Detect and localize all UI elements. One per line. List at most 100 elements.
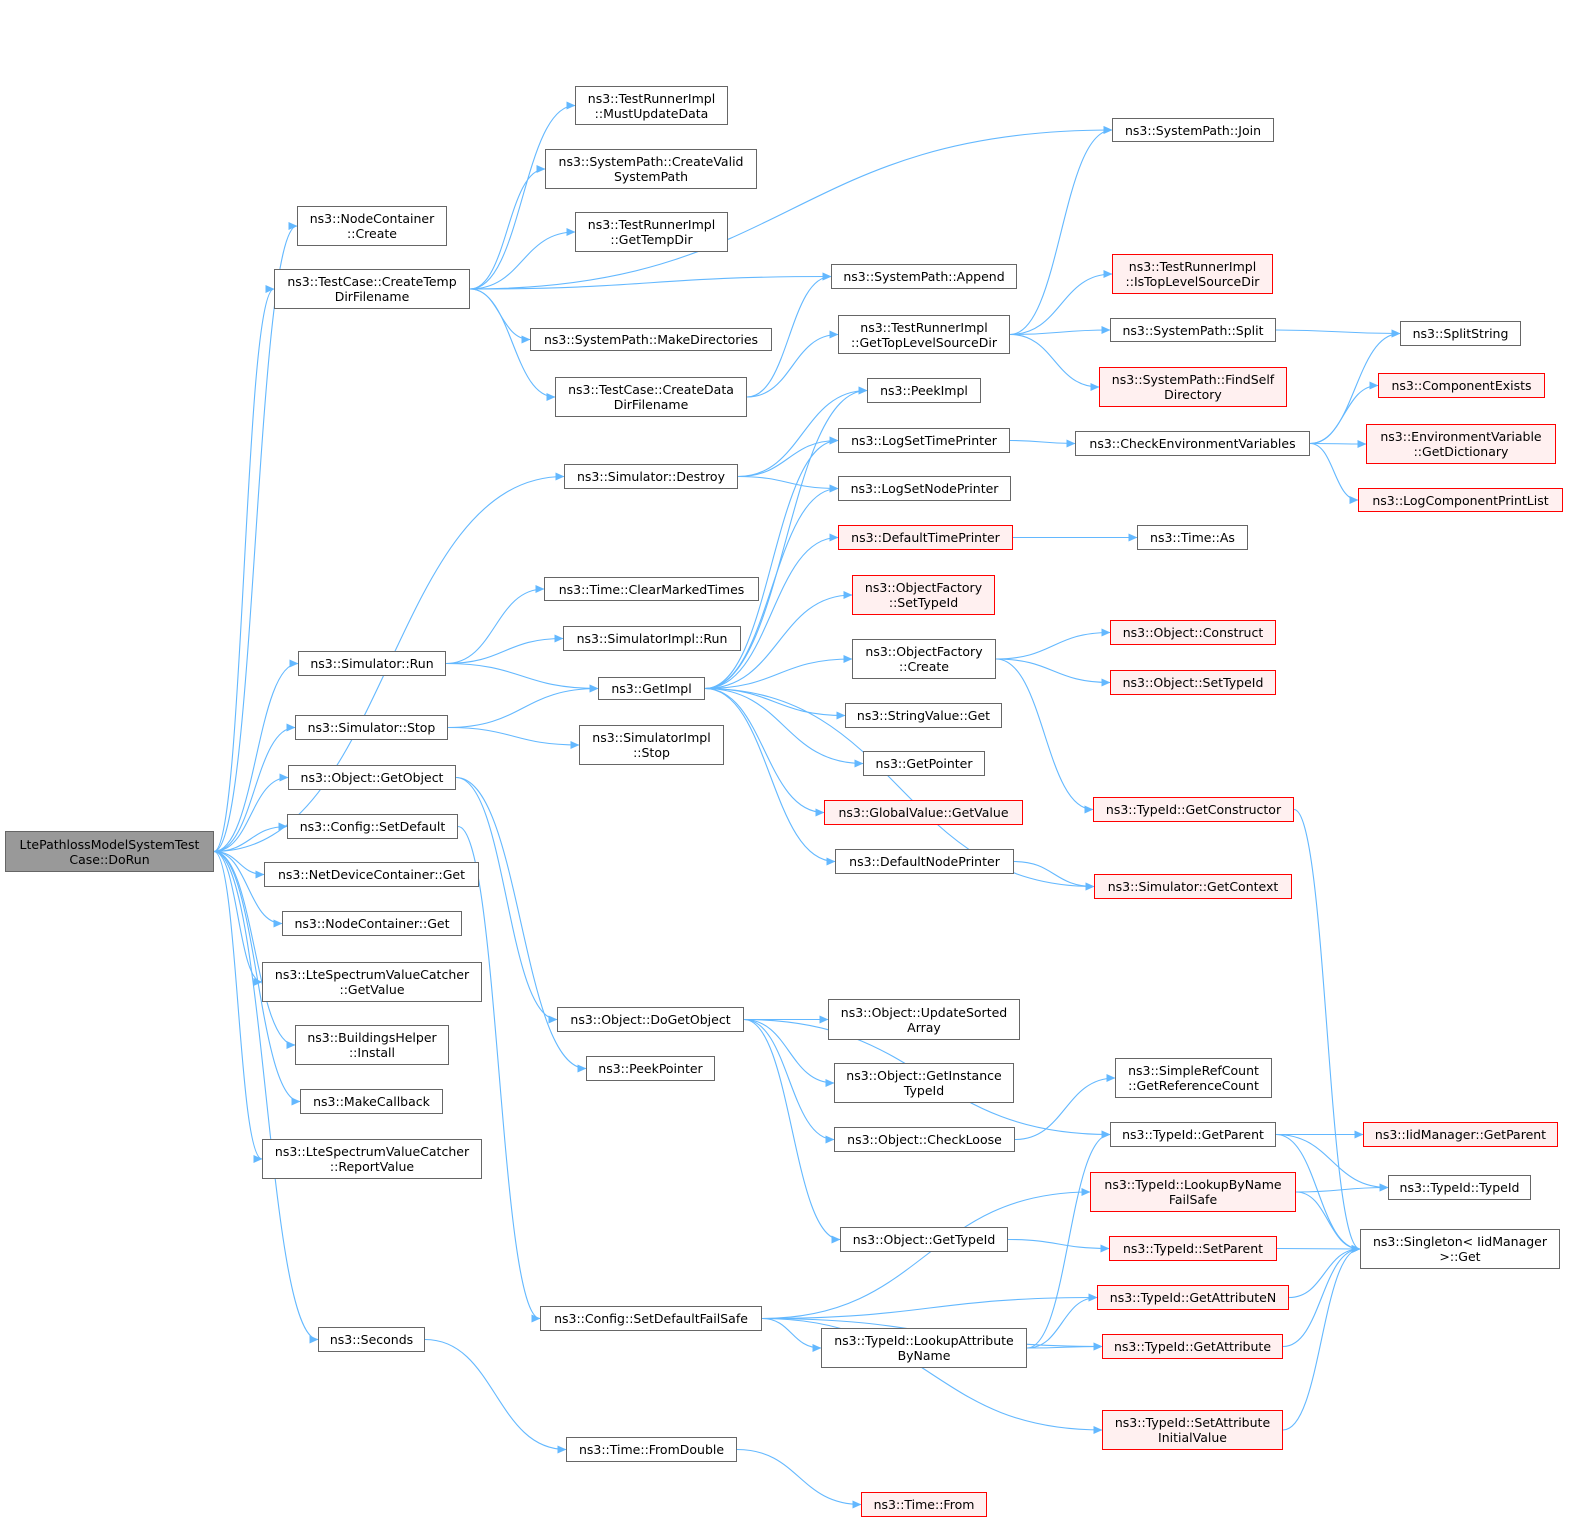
node-nc-create[interactable]: ns3::NodeContainer ::Create (297, 206, 447, 246)
edge-tc-tempdir-to-sp-createvalid (469, 164, 546, 290)
node-obj-updsorted[interactable]: ns3::Object::UpdateSorted Array (828, 999, 1020, 1040)
node-nc-get[interactable]: ns3::NodeContainer::Get (282, 911, 462, 936)
node-cfg-setdefault[interactable]: ns3::Config::SetDefault (287, 814, 458, 839)
node-tid-getattr[interactable]: ns3::TypeId::GetAttribute (1102, 1334, 1283, 1359)
node-time-as[interactable]: ns3::Time::As (1137, 525, 1248, 550)
edge-obj-dogetobject-to-obj-checkloose (743, 1018, 835, 1144)
node-of-settypeid[interactable]: ns3::ObjectFactory ::SetTypeId (852, 575, 995, 615)
node-makecallback[interactable]: ns3::MakeCallback (300, 1089, 443, 1114)
node-time-clear[interactable]: ns3::Time::ClearMarkedTimes (544, 577, 759, 601)
node-obj-checkloose[interactable]: ns3::Object::CheckLoose (834, 1127, 1015, 1152)
node-logsettime[interactable]: ns3::LogSetTimePrinter (838, 428, 1010, 453)
node-lsvc-getvalue[interactable]: ns3::LteSpectrumValueCatcher ::GetValue (262, 962, 482, 1002)
node-src-getref[interactable]: ns3::SimpleRefCount ::GetReferenceCount (1115, 1058, 1272, 1098)
edge-tid-lookupfail-to-tid-typeid (1295, 1183, 1389, 1193)
edge-tid-lookupfail-to-singleton-get (1295, 1191, 1361, 1254)
node-of-create[interactable]: ns3::ObjectFactory ::Create (852, 639, 996, 679)
edge-tid-lookupattr-to-tid-getattrn (1026, 1293, 1098, 1349)
node-singleton-get[interactable]: ns3::Singleton< IidManager >::Get (1360, 1229, 1560, 1269)
node-tri-istop[interactable]: ns3::TestRunnerImpl ::IsTopLevelSourceDi… (1112, 254, 1273, 294)
node-obj-getinst[interactable]: ns3::Object::GetInstance TypeId (834, 1063, 1014, 1103)
edge-dorun-to-nc-create (213, 222, 298, 853)
node-sp-append[interactable]: ns3::SystemPath::Append (831, 264, 1017, 289)
edge-obj-gettypeid-to-tid-setparent (1007, 1238, 1110, 1253)
node-obj-gettypeid[interactable]: ns3::Object::GetTypeId (840, 1227, 1008, 1252)
node-bh-install[interactable]: ns3::BuildingsHelper ::Install (295, 1025, 449, 1065)
node-ndc-get[interactable]: ns3::NetDeviceContainer::Get (264, 862, 479, 887)
node-tid-lookupfail[interactable]: ns3::TypeId::LookupByName FailSafe (1090, 1172, 1296, 1212)
node-tid-typeid[interactable]: ns3::TypeId::TypeId (1388, 1175, 1531, 1200)
node-checkenv[interactable]: ns3::CheckEnvironmentVariables (1075, 431, 1310, 456)
edge-dorun-to-lsvc-getvalue (213, 850, 263, 987)
edge-tri-gettop-to-sp-findself (1009, 333, 1100, 392)
node-seconds[interactable]: ns3::Seconds (318, 1327, 425, 1352)
node-tid-setparent[interactable]: ns3::TypeId::SetParent (1109, 1236, 1277, 1261)
edge-tc-tempdir-to-tri-gettemp (469, 227, 576, 290)
node-tid-getattrn[interactable]: ns3::TypeId::GetAttributeN (1097, 1285, 1289, 1310)
edge-sim-stop-to-simimpl-stop (447, 726, 580, 750)
node-gv-getvalue[interactable]: ns3::GlobalValue::GetValue (824, 800, 1023, 825)
edge-tid-getattrn-to-singleton-get (1288, 1244, 1361, 1299)
node-tid-getparent[interactable]: ns3::TypeId::GetParent (1110, 1122, 1276, 1147)
node-defaultnode[interactable]: ns3::DefaultNodePrinter (835, 849, 1014, 874)
node-tid-lookupattr[interactable]: ns3::TypeId::LookupAttribute ByName (821, 1328, 1027, 1368)
node-sp-makedirs[interactable]: ns3::SystemPath::MakeDirectories (530, 328, 772, 351)
node-sim-destroy[interactable]: ns3::Simulator::Destroy (564, 464, 738, 489)
edge-getimpl-to-logsettime (704, 436, 839, 690)
node-tri-must[interactable]: ns3::TestRunnerImpl ::MustUpdateData (575, 86, 728, 125)
node-obj-dogetobject[interactable]: ns3::Object::DoGetObject (557, 1007, 744, 1032)
node-simimpl-run[interactable]: ns3::SimulatorImpl::Run (563, 626, 741, 651)
node-tid-setattrinit[interactable]: ns3::TypeId::SetAttribute InitialValue (1102, 1410, 1283, 1450)
edge-tc-tempdir-to-sp-join (469, 125, 1113, 290)
node-sim-run[interactable]: ns3::Simulator::Run (298, 651, 446, 676)
node-time-from[interactable]: ns3::Time::From (861, 1492, 987, 1517)
node-sp-createvalid[interactable]: ns3::SystemPath::CreateValid SystemPath (545, 149, 757, 189)
node-logsetnode[interactable]: ns3::LogSetNodePrinter (838, 476, 1011, 501)
node-obj-settypeid[interactable]: ns3::Object::SetTypeId (1110, 670, 1276, 695)
edge-tid-getctor-to-singleton-get (1293, 808, 1361, 1253)
edge-tri-gettop-to-tri-istop (1009, 269, 1113, 336)
node-tri-gettemp[interactable]: ns3::TestRunnerImpl ::GetTempDir (575, 212, 728, 252)
node-sim-stop[interactable]: ns3::Simulator::Stop (295, 715, 448, 740)
edge-dorun-to-bh-install (213, 850, 296, 1050)
edge-getimpl-to-sim-getctx (704, 687, 1095, 891)
edge-logsettime-to-checkenv (1009, 439, 1076, 448)
edge-tid-setattrinit-to-singleton-get (1282, 1244, 1361, 1431)
node-sim-getctx[interactable]: ns3::Simulator::GetContext (1094, 874, 1292, 899)
node-cfg-setdefaultfs[interactable]: ns3::Config::SetDefaultFailSafe (540, 1306, 762, 1331)
node-obj-getobject[interactable]: ns3::Object::GetObject (288, 765, 456, 790)
node-env-dict[interactable]: ns3::EnvironmentVariable ::GetDictionary (1366, 424, 1556, 464)
node-tid-getctor[interactable]: ns3::TypeId::GetConstructor (1093, 797, 1294, 822)
node-simimpl-stop[interactable]: ns3::SimulatorImpl ::Stop (579, 725, 724, 765)
node-comp-exists[interactable]: ns3::ComponentExists (1378, 373, 1545, 398)
node-sp-split[interactable]: ns3::SystemPath::Split (1110, 318, 1276, 342)
node-lsvc-report[interactable]: ns3::LteSpectrumValueCatcher ::ReportVal… (262, 1139, 482, 1179)
node-tc-tempdir[interactable]: ns3::TestCase::CreateTemp DirFilename (274, 269, 470, 309)
edge-tid-getparent-to-tid-typeid (1275, 1133, 1389, 1192)
edge-getimpl-to-defaultnode (704, 687, 836, 866)
edge-cfg-setdefaultfs-to-tid-setattrinit (761, 1317, 1103, 1435)
edge-sp-split-to-splitstring (1275, 329, 1401, 338)
node-sp-join[interactable]: ns3::SystemPath::Join (1112, 118, 1274, 142)
node-iid-getparent[interactable]: ns3::IidManager::GetParent (1363, 1122, 1558, 1147)
edge-obj-dogetobject-to-obj-getinst (743, 1018, 835, 1088)
node-peekimpl[interactable]: ns3::PeekImpl (867, 378, 981, 403)
node-splitstring[interactable]: ns3::SplitString (1400, 321, 1521, 346)
node-tc-datadir[interactable]: ns3::TestCase::CreateData DirFilename (555, 377, 747, 417)
node-sv-get[interactable]: ns3::StringValue::Get (845, 703, 1002, 728)
edge-seconds-to-time-fromdouble (424, 1338, 567, 1454)
edge-obj-dogetobject-to-obj-gettypeid (743, 1018, 841, 1244)
node-sp-findself[interactable]: ns3::SystemPath::FindSelf Directory (1099, 367, 1287, 407)
node-getimpl[interactable]: ns3::GetImpl (598, 677, 705, 700)
node-defaulttime[interactable]: ns3::DefaultTimePrinter (838, 525, 1013, 550)
edge-getimpl-to-gv-getvalue (704, 687, 825, 817)
node-log-print[interactable]: ns3::LogComponentPrintList (1358, 488, 1563, 512)
node-getpointer[interactable]: ns3::GetPointer (863, 751, 985, 776)
edge-tc-datadir-to-tri-gettop (746, 330, 839, 398)
node-peekpointer[interactable]: ns3::PeekPointer (586, 1056, 715, 1081)
node-tri-gettop[interactable]: ns3::TestRunnerImpl ::GetTopLevelSourceD… (838, 315, 1010, 354)
node-obj-construct[interactable]: ns3::Object::Construct (1110, 620, 1276, 645)
node-time-fromdouble[interactable]: ns3::Time::FromDouble (566, 1437, 737, 1462)
edge-tc-tempdir-to-sp-append (469, 272, 832, 290)
node-dorun[interactable]: LtePathlossModelSystemTest Case::DoRun (5, 831, 214, 872)
